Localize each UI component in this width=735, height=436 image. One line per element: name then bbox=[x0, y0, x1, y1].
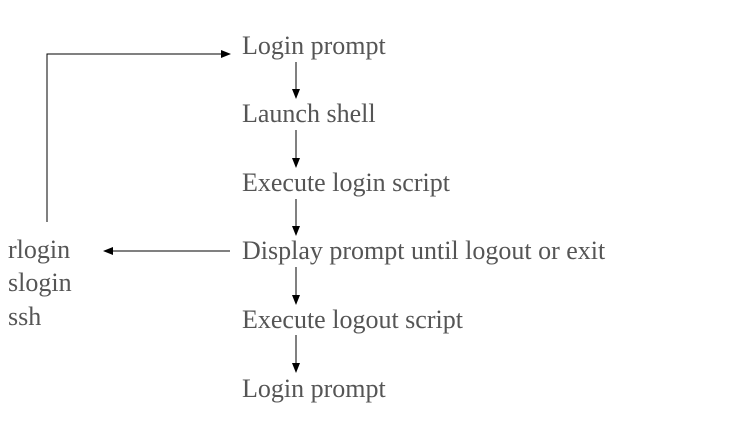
arrow-remote-to-login bbox=[46, 50, 231, 222]
step-execute-login-script: Execute login script bbox=[242, 168, 450, 197]
step-launch-shell: Launch shell bbox=[242, 99, 376, 128]
step-login-prompt: Login prompt bbox=[242, 31, 386, 60]
remote-command-rlogin: rlogin bbox=[8, 235, 71, 264]
step-login-prompt-final: Login prompt bbox=[242, 374, 386, 403]
remote-command-ssh: ssh bbox=[8, 302, 42, 331]
step-execute-logout-script: Execute logout script bbox=[242, 305, 463, 334]
step-display-prompt: Display prompt until logout or exit bbox=[242, 236, 606, 265]
remote-command-slogin: slogin bbox=[8, 268, 72, 297]
